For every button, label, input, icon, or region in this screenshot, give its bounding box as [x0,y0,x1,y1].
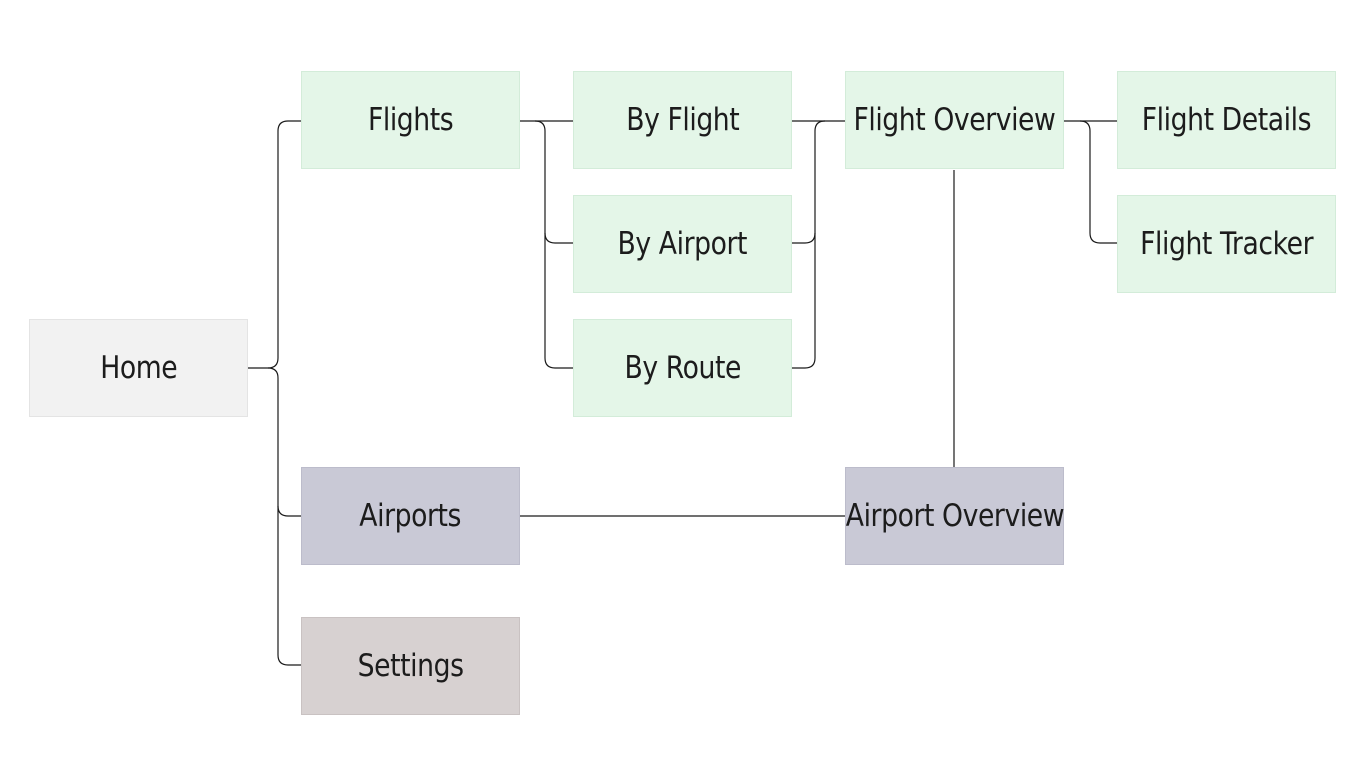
node-by-airport[interactable]: By Airport [573,195,792,293]
node-flight-overview[interactable]: Flight Overview [845,71,1064,169]
node-settings[interactable]: Settings [301,617,520,715]
node-airport-overview[interactable]: Airport Overview [845,467,1064,565]
node-flight-details-label: Flight Details [1141,102,1312,138]
node-flights[interactable]: Flights [301,71,520,169]
node-flight-tracker[interactable]: Flight Tracker [1117,195,1336,293]
node-settings-label: Settings [357,648,464,684]
node-home[interactable]: Home [29,319,248,417]
node-by-flight[interactable]: By Flight [573,71,792,169]
node-flight-overview-label: Flight Overview [853,102,1056,138]
connector-by-route-overview [792,233,816,369]
connector-by-airport-overview [792,120,826,244]
connector-flights-by-airport [534,120,573,244]
node-by-airport-label: By Airport [617,226,748,262]
node-airport-overview-label: Airport Overview [845,498,1064,534]
node-by-route[interactable]: By Route [573,319,792,417]
connector-home-airports [267,367,301,517]
node-flight-details[interactable]: Flight Details [1117,71,1336,169]
node-by-route-label: By Route [624,350,741,386]
node-airports-label: Airports [359,498,462,534]
connector-home-settings [277,506,301,666]
connector-overview-tracker [1079,120,1117,244]
connector-home-flights [248,120,301,369]
connector-flights-by-route [544,233,573,369]
node-flights-label: Flights [367,102,454,138]
node-by-flight-label: By Flight [625,102,740,138]
node-home-label: Home [99,350,177,386]
node-flight-tracker-label: Flight Tracker [1139,226,1314,262]
node-airports[interactable]: Airports [301,467,520,565]
